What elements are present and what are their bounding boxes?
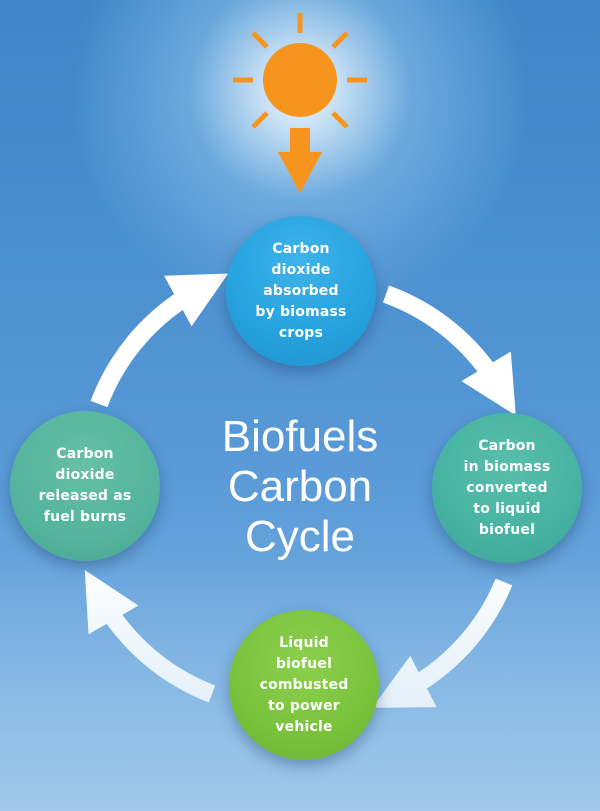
down-arrow-icon (278, 128, 322, 193)
sun-icon (233, 13, 367, 129)
stage-label: Liquid biofuel combusted to power vehicl… (259, 634, 349, 735)
stage-label: Carbon in biomass converted to liquid bi… (463, 437, 551, 538)
curved-arrow-icon (372, 578, 513, 708)
title-line: Cycle (244, 512, 356, 561)
curved-arrow-icon (84, 570, 216, 703)
stage-biofuel-combusted: Liquid biofuel combusted to power vehicl… (229, 610, 379, 760)
title-line: Biofuels (221, 412, 379, 461)
stage-label: Carbon dioxide released as fuel burns (38, 446, 132, 525)
stage-label: Carbon dioxide absorbed by biomass crops (255, 240, 347, 341)
stage-co2-released: Carbon dioxide released as fuel burns (10, 411, 160, 561)
stage-biomass-converted: Carbon in biomass converted to liquid bi… (432, 413, 582, 563)
curved-arrow-icon (90, 273, 229, 408)
title-line: Carbon (227, 462, 373, 511)
stage-co2-absorbed: Carbon dioxide absorbed by biomass crops (226, 216, 376, 366)
curved-arrow-icon (382, 285, 516, 416)
diagram-title: Biofuels Carbon Cycle (180, 412, 420, 562)
